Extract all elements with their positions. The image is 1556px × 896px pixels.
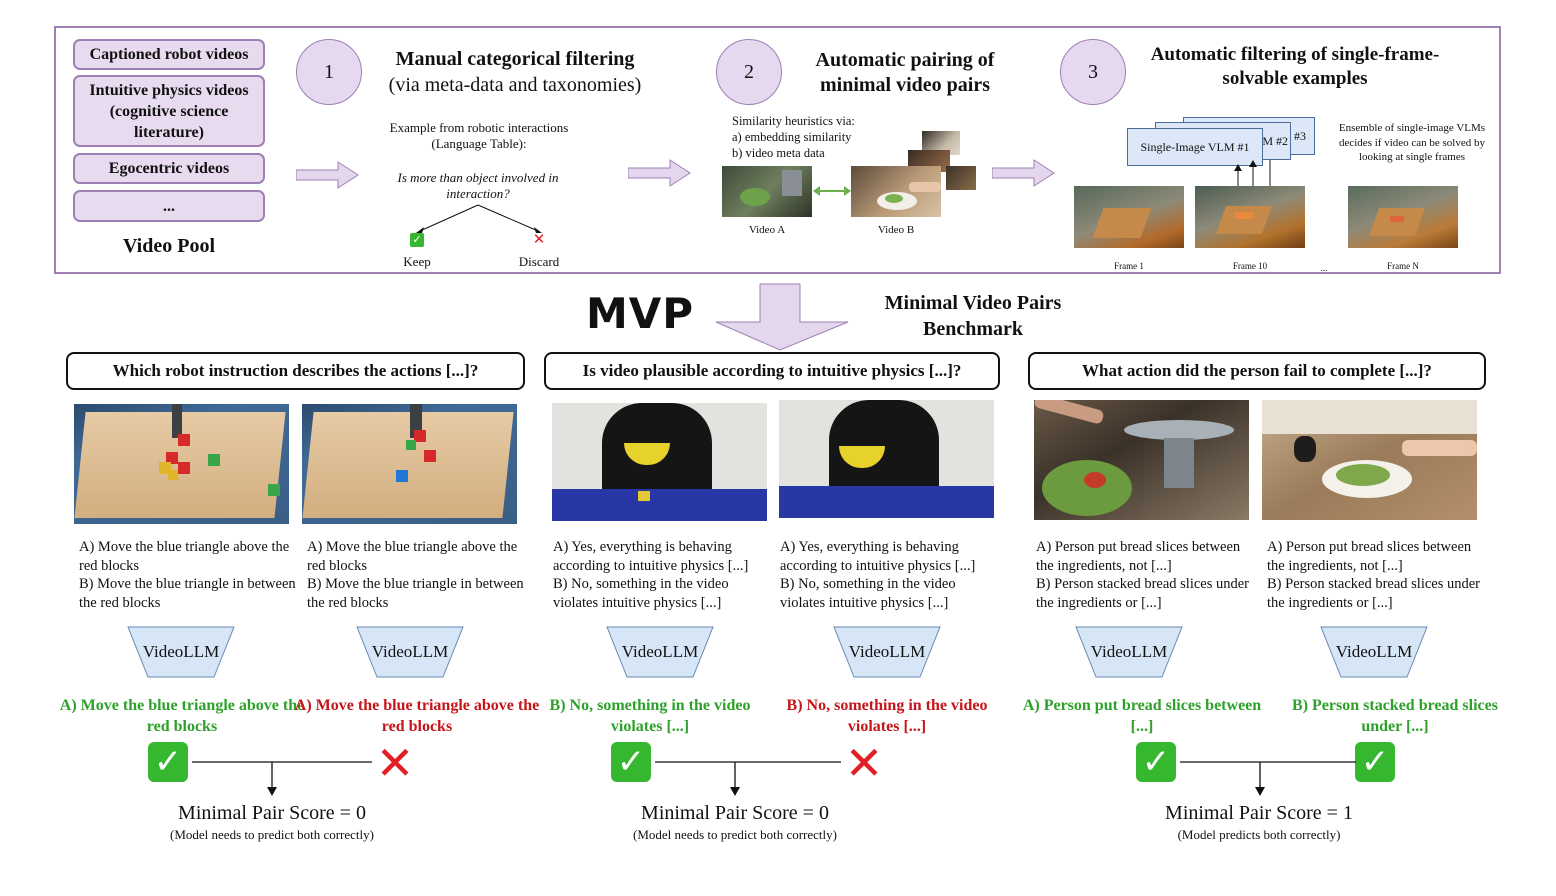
answer-robot-right: A) Move the blue triangle above the red …	[294, 697, 540, 735]
step-1-subtitle: (via meta-data and taxonomies)	[388, 74, 642, 96]
vlm-1-box: Single-Image VLM #1	[1127, 128, 1263, 166]
egocentric-video-left	[1034, 400, 1249, 520]
arrow-right-icon	[296, 161, 359, 189]
pipeline-panel	[54, 26, 1501, 274]
arrow-down-icon	[715, 283, 849, 351]
video-a-label: Video A	[748, 224, 786, 236]
frame-1-label: Frame 1	[1114, 261, 1144, 271]
egocentric-video-right	[1262, 400, 1477, 520]
physics-video-left	[552, 403, 767, 521]
video-b-label: Video B	[877, 224, 915, 236]
score-connector	[192, 761, 372, 796]
question-box-egocentric: What action did the person fail to compl…	[1028, 352, 1486, 390]
videollm-robot-left: VideoLLM	[127, 626, 235, 678]
robot-video-left	[74, 404, 289, 524]
minimal-pair-score-robot: Minimal Pair Score = 0	[178, 802, 366, 824]
videollm-egocentric-left: VideoLLM	[1075, 626, 1183, 678]
keep-label: Keep	[403, 254, 431, 269]
keep-check-icon: ✓	[410, 233, 424, 247]
question-box-physics: Is video plausible according to intuitiv…	[544, 352, 1000, 390]
answer-physics-right: B) No, something in the video violates […	[786, 697, 988, 735]
answer-egocentric-left: A) Person put bread slices between [...]	[1022, 697, 1262, 735]
video-a-thumbnail	[722, 166, 812, 217]
decision-branch-icon	[416, 204, 542, 233]
step-1-badge: 1	[296, 39, 362, 105]
frame-1-thumbnail	[1074, 186, 1184, 248]
score-connector	[655, 761, 841, 796]
videollm-physics-left: VideoLLM	[606, 626, 714, 678]
video-pool-title: Video Pool	[122, 235, 216, 257]
correct-check-icon: ✓	[1355, 742, 1395, 782]
score-note-egocentric: (Model predicts both correctly)	[1177, 827, 1341, 842]
arrow-right-icon	[992, 159, 1055, 187]
frame-10-thumbnail	[1195, 186, 1305, 248]
step-1-example-caption: Example from robotic interactions (Langu…	[389, 120, 569, 151]
video-b-thumbnail	[851, 166, 941, 217]
benchmark-acronym: MVP	[586, 289, 695, 338]
pool-item-intuitive-physics: Intuitive physics videos (cognitive scie…	[73, 75, 265, 147]
arrow-right-icon	[628, 159, 691, 187]
options-physics-left: A) Yes, everything is behaving according…	[553, 539, 749, 611]
step-2-badge: 2	[716, 39, 782, 105]
candidate-thumbnail	[946, 166, 976, 190]
options-physics-right: A) Yes, everything is behaving according…	[780, 539, 976, 611]
robot-video-right	[302, 404, 517, 524]
score-note-robot: (Model needs to predict both correctly)	[170, 827, 374, 842]
correct-check-icon: ✓	[1136, 742, 1176, 782]
physics-video-right	[779, 400, 994, 518]
minimal-pair-score-egocentric: Minimal Pair Score = 1	[1165, 802, 1353, 824]
options-robot-left: A) Move the blue triangle above the red …	[79, 539, 296, 611]
question-box-robot: Which robot instruction describes the ac…	[66, 352, 525, 390]
frame-10-label: Frame 10	[1232, 261, 1268, 271]
score-note-physics: (Model needs to predict both correctly)	[633, 827, 837, 842]
step-1-question: Is more than object involved in interact…	[397, 170, 559, 201]
pool-item-egocentric: Egocentric videos	[73, 153, 265, 184]
step-3-title: Automatic filtering of single-frame-solv…	[1150, 44, 1440, 89]
discard-label: Discard	[518, 254, 560, 269]
score-connector	[1180, 761, 1356, 796]
step-1-title: Manual categorical filtering	[395, 48, 635, 70]
answer-robot-left: A) Move the blue triangle above the red …	[59, 697, 305, 735]
step-3-badge: 3	[1060, 39, 1126, 105]
videollm-egocentric-right: VideoLLM	[1320, 626, 1428, 678]
frame-n-thumbnail	[1348, 186, 1458, 248]
videollm-robot-right: VideoLLM	[356, 626, 464, 678]
minimal-pair-score-physics: Minimal Pair Score = 0	[641, 802, 829, 824]
similarity-heuristics: Similarity heuristics via: a) embedding …	[732, 114, 855, 160]
step-2-title: Automatic pairing of minimal video pairs	[815, 49, 995, 96]
answer-physics-left: B) No, something in the video violates […	[549, 697, 751, 735]
frames-ellipsis: ...	[1320, 263, 1328, 273]
correct-check-icon: ✓	[148, 742, 188, 782]
options-egocentric-left: A) Person put bread slices between the i…	[1036, 539, 1250, 611]
pair-arrow-icon	[813, 186, 851, 196]
options-egocentric-right: A) Person put bread slices between the i…	[1267, 539, 1481, 611]
options-robot-right: A) Move the blue triangle above the red …	[307, 539, 524, 611]
wrong-cross-icon: ✕	[844, 736, 884, 790]
pool-item-robot-videos: Captioned robot videos	[73, 39, 265, 70]
videollm-physics-right: VideoLLM	[833, 626, 941, 678]
benchmark-name: Minimal Video Pairs Benchmark	[884, 292, 1062, 340]
answer-egocentric-right: B) Person stacked bread slices under [..…	[1292, 697, 1498, 735]
wrong-cross-icon: ✕	[375, 736, 415, 790]
frame-n-label: Frame N	[1387, 261, 1419, 271]
pool-item-more: ...	[73, 190, 265, 222]
ensemble-description: Ensemble of single-image VLMs decides if…	[1338, 122, 1486, 163]
frame-to-vlm-arrows	[1234, 160, 1271, 186]
discard-cross-icon: ✕	[532, 230, 546, 248]
correct-check-icon: ✓	[611, 742, 651, 782]
